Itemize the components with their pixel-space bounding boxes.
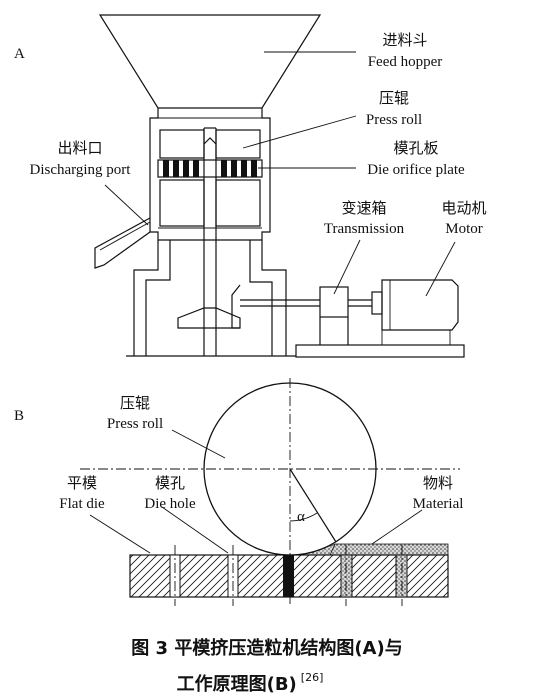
press-roll-left — [159, 129, 205, 159]
feed-hopper — [98, 14, 322, 109]
motor-label-en: Motor — [445, 221, 483, 237]
drive-shaft — [240, 299, 372, 307]
flat-die-label-en: Flat die — [59, 496, 105, 512]
discharge-label-en: Discharging port — [30, 162, 132, 178]
die-hole-compressing — [283, 555, 294, 597]
motor — [371, 279, 459, 345]
discharge-port — [94, 217, 151, 269]
press-roll-right — [215, 129, 261, 159]
caption-line-1: 图 3 平模挤压造粒机结构图(A)与 — [131, 637, 402, 659]
main-shaft — [203, 127, 217, 356]
flat-die — [129, 554, 449, 598]
figure-caption: 图 3 平模挤压造粒机结构图(A)与 工作原理图(B) [26] — [131, 637, 402, 695]
flat-die-label-zh: 平模 — [67, 475, 97, 492]
roll-label-en: Press roll — [107, 416, 163, 432]
press-roll-label-en: Press roll — [366, 112, 422, 128]
nip-angle: α — [289, 468, 337, 543]
bevel-gear — [177, 284, 241, 329]
die-plate-label-zh: 模孔板 — [393, 139, 438, 157]
transmission-label-en: Transmission — [324, 221, 405, 237]
mill-housing — [149, 108, 271, 241]
material-label-zh: 物料 — [423, 475, 453, 492]
die-plate-label-en: Die orifice plate — [367, 162, 465, 178]
feed-hopper-label-en: Feed hopper — [368, 54, 443, 70]
caption-line-2: 工作原理图(B) [26] — [177, 671, 324, 695]
machine-frame — [133, 240, 287, 356]
panel-a-tag: A — [14, 46, 25, 62]
press-roll-label-zh: 压辊 — [379, 90, 409, 107]
panel-b: B α — [14, 378, 463, 606]
panel-b-tag: B — [14, 408, 24, 424]
caption-line-2-text: 工作原理图(B) — [177, 673, 297, 695]
die-hole-filled-2 — [395, 554, 408, 598]
alpha-symbol: α — [297, 509, 305, 525]
die-hole-label-en: Die hole — [144, 496, 196, 512]
die-hole-filled-1 — [340, 554, 353, 598]
base-plate — [126, 344, 465, 358]
material-label-en: Material — [413, 496, 464, 512]
feed-hopper-label-zh: 进料斗 — [382, 32, 427, 49]
panel-a: A — [14, 14, 487, 358]
motor-label-zh: 电动机 — [441, 200, 486, 217]
transmission-box — [319, 286, 349, 345]
die-hole-label-zh: 模孔 — [155, 475, 185, 492]
caption-reference: [26] — [301, 671, 324, 684]
transmission-label-zh: 变速箱 — [341, 200, 386, 217]
discharge-label-zh: 出料口 — [57, 140, 102, 157]
die-orifice-plate — [157, 159, 263, 178]
roll-label-zh: 压辊 — [120, 395, 150, 412]
